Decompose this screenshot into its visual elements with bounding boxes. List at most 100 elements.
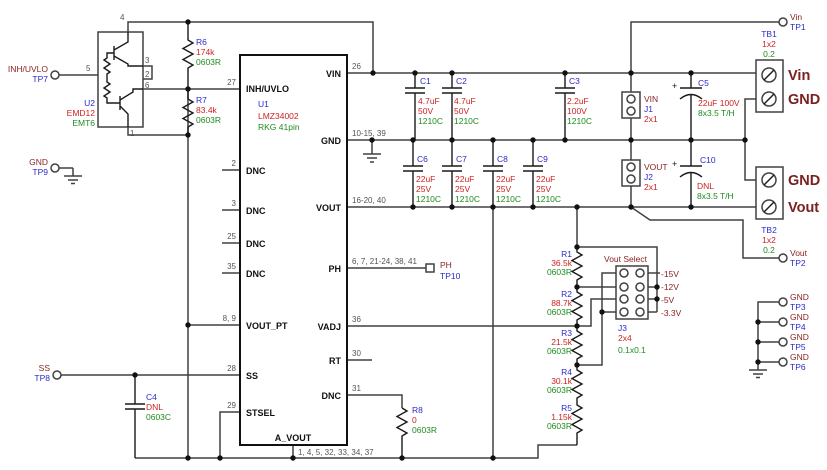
r8-pkg: 0603R [412,425,437,435]
c3-ref: C3 [569,76,580,86]
ic-left-stubs [222,169,240,274]
c2-ref: C2 [456,76,467,86]
pin-name: DNC [246,269,266,279]
r3-value: 21.5k [551,337,573,347]
c6-ref: C6 [417,154,428,164]
testpoint-icon [778,317,788,327]
u2-body [97,31,144,128]
tp5-ref: TP5 [790,342,806,352]
tp1-net: Vin [790,12,802,22]
capacitors: C1 4.7uF 50V 1210C C2 4.7uF 50V 1210C C3… [125,73,740,458]
resistor-symbol [570,247,584,287]
u1-part: LMZ34002 [258,111,299,121]
testpoint-tp5: GND TP5 [778,332,809,352]
resistors: R6 174k 0603R R7 83.4k 0603R R1 36.5k 06… [181,22,584,458]
c10-pkg: 8x3.5 T/H [697,191,734,201]
c1-value: 4.7uF [418,96,440,106]
pin-num: 36 [352,315,361,324]
capacitor-c7: C7 22uF 25V 1210C [442,140,480,207]
testpoint-tp9: GND TP9 [29,157,60,177]
tp7-net: INH/UVLO [8,64,49,74]
c7-ref: C7 [456,154,467,164]
capacitor-c8: C8 22uF 25V 1210C [483,140,521,207]
capacitor-c3: C3 2.2uF 100V 1210C [555,73,592,140]
jumper-j2: VOUT J2 2x1 [621,159,668,192]
tp2-ref: TP2 [790,258,806,268]
r7-value: 83.4k [196,105,218,115]
j1-size: 2x1 [644,114,658,124]
pin-num: 2 [232,159,237,168]
pin-num: 31 [352,384,361,393]
c10-value: DNL [697,181,714,191]
testpoint-tp7: INH/UVLO TP7 [8,64,60,84]
pin-name: GND [321,136,342,146]
j2-net: VOUT [644,162,668,172]
ground-icon [749,362,767,379]
vout-select-title: Vout Select [604,254,648,264]
u2-pin-num: 6 [145,81,150,90]
pin-name: INH/UVLO [246,84,289,94]
testpoint-tp10: PH TP10 [425,260,461,281]
jumper-j1: VIN J1 2x1 [621,91,658,124]
u2-part: EMD12 [67,108,96,118]
u2-pin3-pin2-link [143,65,153,80]
vout-option: -3.3V [661,308,682,318]
c6-voltage: 25V [416,184,431,194]
j2-size: 2x1 [644,182,658,192]
pin-num: 29 [227,401,236,410]
j3-pitch: 0.1x0.1 [618,345,646,355]
c4-value: DNL [146,402,163,412]
wires [59,21,779,459]
r4-value: 30.1k [551,376,573,386]
r1-value: 36.5k [551,258,573,268]
pin-name: DNC [246,206,266,216]
testpoint-pad-icon [425,263,435,273]
pin-name: VOUT [316,203,342,213]
stsel-wire [219,411,240,458]
polarized-capacitor-symbol [679,73,703,140]
pin-name: VADJ [318,322,341,332]
tp3-ref: TP3 [790,302,806,312]
c7-voltage: 25V [455,184,470,194]
vout-select-left-wires [577,272,616,366]
jumper-j3-vout-select: Vout Select -15V -12V -5V -3.3V J3 2x4 0… [604,254,682,355]
r1-ref: R1 [561,249,572,259]
testpoint-icon [778,337,788,347]
tp9-ref: TP9 [32,167,48,177]
r4-pkg: 0603R [547,385,572,395]
resistor-r1: R1 36.5k 0603R [547,247,584,287]
tp10-ref: TP10 [440,271,461,281]
r7-pkg: 0603R [196,115,221,125]
pin-name: STSEL [246,408,276,418]
resistor-symbol [395,407,409,458]
resistor-r6: R6 174k 0603R [181,22,221,89]
tb1-terminal-label: Vin [788,68,810,84]
u2-pin-num: 1 [130,129,135,138]
polarized-capacitor-symbol [679,140,703,207]
capacitor-c4: C4 DNL 0603C [125,375,171,458]
j2-ref: J2 [644,172,653,182]
pin-num: 30 [352,349,361,358]
tp3-net: GND [790,292,809,302]
c2-pkg: 1210C [454,116,479,126]
pin-name: SS [246,371,258,381]
testpoint-icon [778,17,788,27]
vout-select-right-wires [577,246,660,313]
capacitor-c2: C2 4.7uF 50V 1210C [442,73,479,140]
screw-slot [763,69,775,81]
r2-value: 88.7k [551,298,573,308]
pin-num: 26 [352,62,361,71]
tb2-size: 1x2 [762,235,776,245]
testpoint-tp1: Vin TP1 [778,12,806,32]
tp6-ref: TP6 [790,362,806,372]
r6-ref: R6 [196,37,207,47]
tb1-terminal-label: GND [788,92,820,108]
dnc31-wire [347,394,403,408]
r8-value: 0 [412,415,417,425]
capacitor-symbol [483,140,503,207]
capacitor-symbol [442,73,462,140]
capacitor-c6: C6 22uF 25V 1210C [403,140,441,207]
r8-ref: R8 [412,405,423,415]
testpoint-icon [50,163,60,173]
